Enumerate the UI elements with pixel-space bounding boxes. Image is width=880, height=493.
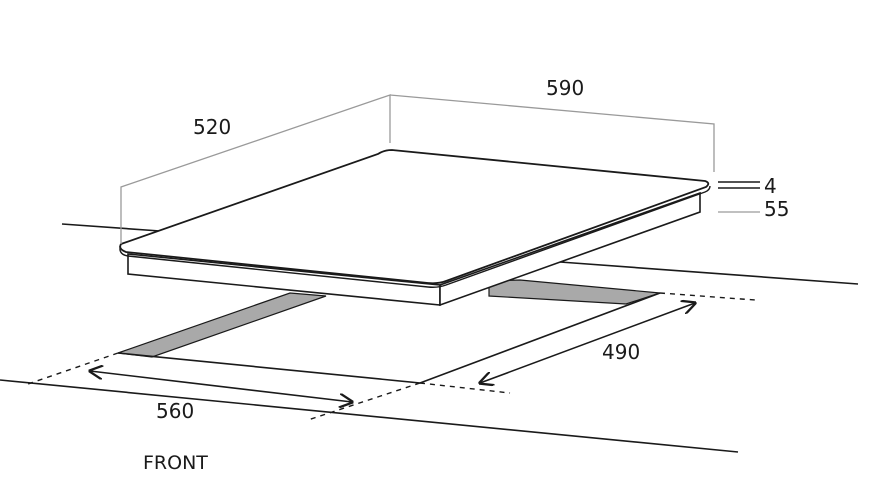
hob-glass-top xyxy=(119,149,710,285)
cutout-right-edge xyxy=(419,292,661,384)
depth-extension-line xyxy=(120,94,391,244)
cutout-width-label: 560 xyxy=(156,399,194,423)
worktop-back-line-right xyxy=(559,261,859,285)
glass-thickness-label: 4 xyxy=(764,174,777,198)
cutout-left-dash xyxy=(27,352,119,385)
cutout-front-edge xyxy=(117,352,421,384)
cutout-right-strip xyxy=(488,279,661,305)
front-label: FRONT xyxy=(143,452,208,474)
hob-body-side xyxy=(439,191,701,307)
depth-overall-label: 520 xyxy=(193,115,231,139)
cutout-left-strip xyxy=(117,292,327,358)
width-overall-label: 590 xyxy=(546,76,584,100)
hob-glass-edge xyxy=(119,185,711,288)
cutout-depth-arrow xyxy=(480,303,695,383)
worktop-back-line-left xyxy=(61,223,161,232)
cutout-front-right-dash xyxy=(419,382,511,394)
worktop-front-edge xyxy=(0,379,739,453)
unit-height-label: 55 xyxy=(764,197,789,221)
cutout-width-arrow xyxy=(90,371,352,402)
cutout-front-dash xyxy=(307,382,421,421)
width-extension-line xyxy=(389,94,715,172)
cutout-back-dash xyxy=(659,292,756,301)
cutout-depth-label: 490 xyxy=(602,340,640,364)
